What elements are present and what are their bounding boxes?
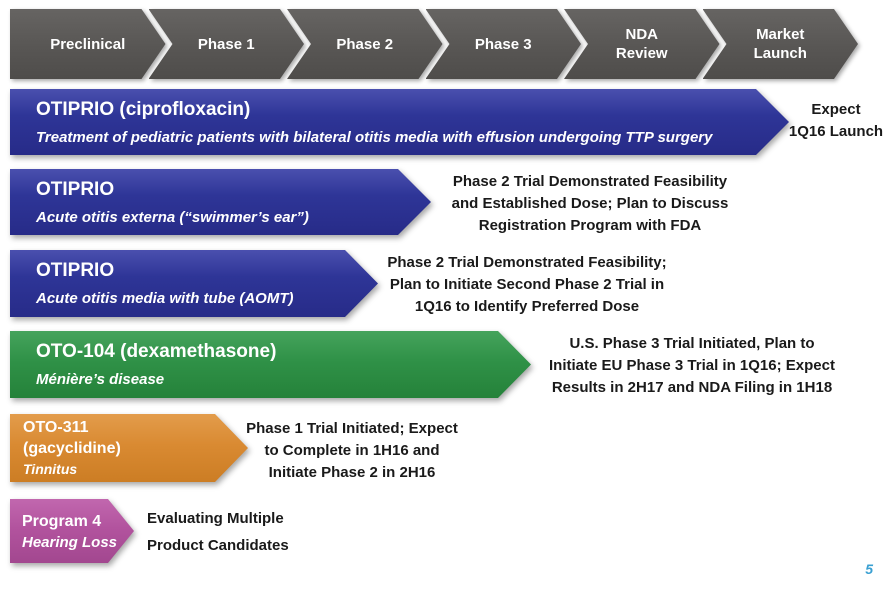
page-number: 5 bbox=[865, 561, 873, 577]
stage-nda-review: NDA Review bbox=[564, 9, 720, 79]
indication: Acute otitis media with tube (AOMT) bbox=[36, 290, 294, 307]
product-name: OTO-104 (dexamethasone) bbox=[36, 341, 277, 362]
stage-phase1: Phase 1 bbox=[149, 9, 305, 79]
stage-label: Market bbox=[756, 26, 805, 43]
stage-label: NDA bbox=[625, 26, 658, 43]
product-name: OTIPRIO bbox=[36, 260, 115, 281]
product-name: Program 4 bbox=[22, 512, 102, 530]
product-name: OTIPRIO (ciprofloxacin) bbox=[36, 98, 251, 120]
stage-phase3: Phase 3 bbox=[426, 9, 582, 79]
status-note-otiprio-tpp: Expect 1Q16 Launch bbox=[788, 101, 884, 140]
status-note-oto311: Phase 1 Trial Initiated; Expect to Compl… bbox=[246, 420, 458, 481]
status-note-program4: Evaluating Multiple Product Candidates bbox=[147, 510, 289, 554]
pipeline-arrow-oto104: OTO-104 (dexamethasone) Ménière’s diseas… bbox=[10, 331, 531, 398]
stage-label: Phase 2 bbox=[336, 35, 394, 53]
stage-preclinical: Preclinical bbox=[10, 9, 166, 79]
indication: Acute otitis externa (“swimmer’s ear”) bbox=[36, 208, 309, 226]
pipeline-arrow-oto311: OTO-311 (gacyclidine) Tinnitus bbox=[10, 414, 248, 482]
stage-market-launch: Market Launch bbox=[703, 9, 859, 79]
stage-label-line2: Launch bbox=[753, 45, 807, 62]
stage-chevron-bar: Preclinical Phase 1 Phase 2 Phase 3 bbox=[10, 9, 858, 79]
product-name: OTIPRIO bbox=[36, 178, 115, 200]
pipeline-arrow-otiprio-aomt: OTIPRIO Acute otitis media with tube (AO… bbox=[10, 250, 378, 317]
product-name-line2: (gacyclidine) bbox=[23, 440, 121, 457]
status-note-oto104: U.S. Phase 3 Trial Initiated, Plan to In… bbox=[549, 335, 835, 396]
stage-label: Phase 1 bbox=[197, 35, 255, 53]
stage-phase2: Phase 2 bbox=[287, 9, 443, 79]
pipeline-arrow-program4: Program 4 Hearing Loss bbox=[10, 499, 134, 563]
pipeline-arrow-otiprio-tpp: OTIPRIO (ciprofloxacin) Treatment of ped… bbox=[10, 89, 789, 155]
stage-label-line2: Review bbox=[615, 45, 668, 62]
status-note-otiprio-aoe: Phase 2 Trial Demonstrated Feasibility a… bbox=[451, 173, 729, 234]
indication: Hearing Loss bbox=[22, 533, 118, 551]
stage-label: Preclinical bbox=[50, 35, 126, 53]
indication: Ménière’s disease bbox=[36, 371, 165, 388]
indication: Tinnitus bbox=[23, 461, 78, 477]
pipeline-arrow-otiprio-aoe: OTIPRIO Acute otitis externa (“swimmer’s… bbox=[10, 169, 431, 235]
product-name-line1: OTO-311 bbox=[23, 419, 89, 436]
indication: Treatment of pediatric patients with bil… bbox=[36, 128, 713, 146]
status-note-otiprio-aomt: Phase 2 Trial Demonstrated Feasibility; … bbox=[387, 254, 667, 315]
stage-label: Phase 3 bbox=[474, 35, 532, 53]
